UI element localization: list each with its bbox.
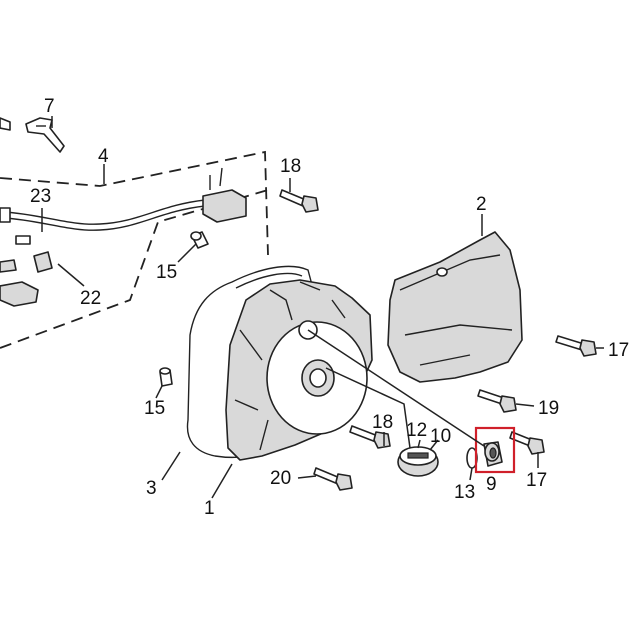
bolt-part-19 xyxy=(477,389,517,413)
callout-20: 20 xyxy=(270,468,291,489)
plug-part-12 xyxy=(397,446,439,477)
dowel-pin-part-15-b xyxy=(159,367,173,387)
bracket-part-7 xyxy=(25,117,65,153)
leader-lines xyxy=(41,116,604,499)
wiring-group-4 xyxy=(0,117,269,349)
callout-17-bottom: 17 xyxy=(526,470,547,491)
left-crankcase-cover-part-1 xyxy=(225,279,373,461)
callout-13: 13 xyxy=(454,482,475,503)
callout-9: 9 xyxy=(486,474,497,495)
callout-1: 1 xyxy=(204,498,215,519)
callout-3: 3 xyxy=(146,478,157,499)
callout-23: 23 xyxy=(30,186,51,207)
callout-18-top: 18 xyxy=(280,156,301,177)
highlight-box-part-9 xyxy=(474,426,516,474)
callout-15-lower: 15 xyxy=(144,398,165,419)
callout-15-top: 15 xyxy=(156,262,177,283)
bolt-part-17-bottom xyxy=(509,431,545,455)
bolt-part-18-top xyxy=(279,189,319,213)
side-cover-part-2 xyxy=(387,231,523,383)
callout-2: 2 xyxy=(476,194,487,215)
callout-10: 10 xyxy=(430,426,451,447)
bolt-part-17-right xyxy=(555,335,597,357)
callout-17-right: 17 xyxy=(608,340,629,361)
callout-19: 19 xyxy=(538,398,559,419)
callout-22: 22 xyxy=(80,288,101,309)
cap-part-9 xyxy=(483,441,503,467)
callout-4: 4 xyxy=(98,146,109,167)
callout-18-lower: 18 xyxy=(372,412,393,433)
callout-7: 7 xyxy=(44,96,55,117)
callout-labels: 7 4 23 22 18 15 2 17 19 15 18 12 10 13 9… xyxy=(30,96,629,519)
bolt-part-18-lower xyxy=(349,425,391,449)
bolt-part-20 xyxy=(313,467,353,491)
callout-12: 12 xyxy=(406,420,427,441)
